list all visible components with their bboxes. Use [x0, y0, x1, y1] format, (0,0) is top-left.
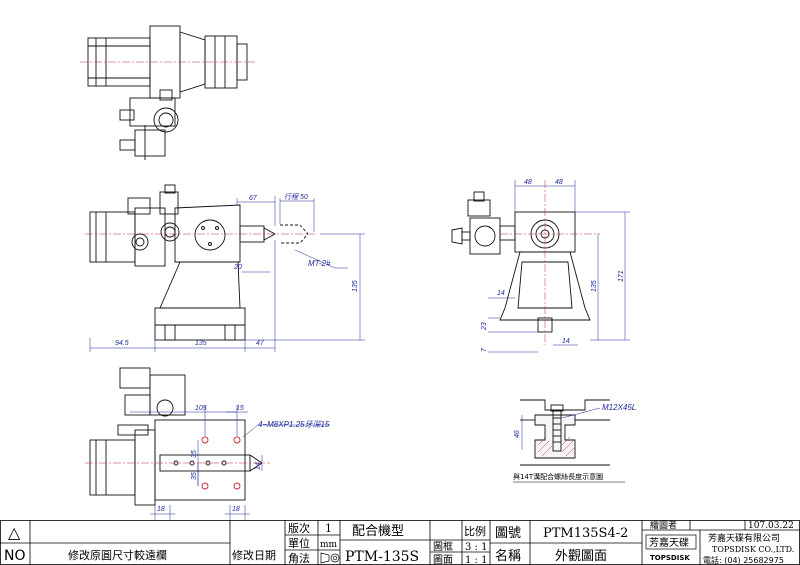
- dim-171: 171: [618, 270, 625, 282]
- dim-14-slot: 14: [562, 338, 570, 345]
- company-logo: 芳嘉天碟 TOPSDISK: [645, 534, 697, 562]
- company-cn: 芳嘉天碟有限公司: [708, 532, 780, 544]
- drawing-no-value: PTM135S4-2: [543, 526, 628, 541]
- unit-value: mm: [320, 540, 338, 550]
- company-phone: 電話: (04) 25682975: [703, 555, 784, 565]
- dim-stroke-50: 行程 50: [284, 193, 308, 201]
- angle-label: 角法: [288, 551, 310, 565]
- no-label: NO: [4, 548, 26, 564]
- front-view: [89, 184, 309, 341]
- dim-67: 67: [249, 195, 258, 202]
- revision-date-label: 修改日期: [232, 548, 276, 562]
- name-value: 外觀圖面: [555, 549, 607, 564]
- date-value: 107.03.22: [748, 521, 794, 531]
- version-value: 1: [325, 522, 332, 535]
- dim-135-vertical: 135: [352, 280, 359, 292]
- logo-en: TOPSDISK: [650, 554, 690, 562]
- projection-angle-icon: [320, 552, 340, 564]
- scale-frame-value: 3 : 1: [465, 542, 487, 553]
- dim-14-side: 14: [497, 290, 505, 297]
- dim-20: 20: [233, 264, 242, 271]
- scale-label: 比例: [464, 524, 486, 538]
- dim-23: 23: [481, 322, 488, 331]
- dim-135-horizontal: 135: [195, 340, 207, 347]
- name-label: 名稱: [495, 548, 521, 564]
- revision-text: 修改原圓尺寸較遠欄: [68, 548, 167, 562]
- dim-tap-note: 4−M8XP1.25牙深15: [258, 420, 330, 429]
- model-value: PTM-135S: [345, 549, 419, 565]
- dim-18-right: 18: [232, 506, 240, 513]
- dim-mt2: MT-2#: [308, 259, 331, 268]
- warning-icon: △: [8, 523, 21, 542]
- logo-cn: 芳嘉天碟: [649, 536, 689, 549]
- scale-face-label: 圖面: [433, 554, 453, 565]
- dim-35-upper: 35: [191, 450, 198, 458]
- front-view-dimensions: [89, 196, 365, 352]
- dim-35-lower: 35: [191, 472, 198, 480]
- bolt-leader: [561, 407, 601, 419]
- dim-14-plan: 14: [255, 462, 262, 470]
- bolt-detail: [520, 399, 610, 466]
- scale-frame-label: 圖框: [433, 540, 453, 553]
- unit-label: 單位: [288, 536, 310, 550]
- bolt-detail-caption: 與14T溝配合螺絲長度示意圖: [513, 472, 603, 481]
- dim-48-right: 48: [555, 179, 563, 186]
- version-label: 版次: [288, 521, 310, 535]
- bolt-detail-hatch: [537, 436, 575, 457]
- plan-view-dimensions: [130, 405, 330, 520]
- dim-105: 105: [195, 405, 207, 412]
- company-en: TOPSDISK CO.,LTD.: [712, 545, 794, 554]
- dim-46: 46: [514, 430, 521, 438]
- dim-7: 7: [481, 347, 488, 352]
- dim-48-left: 48: [524, 179, 532, 186]
- drawer-label: 繪圖者: [650, 519, 677, 531]
- dim-47: 47: [256, 340, 265, 347]
- model-label: 配合機型: [352, 524, 404, 539]
- side-view-dimensions: [488, 180, 630, 353]
- bolt-spec: M12X45L: [602, 403, 636, 412]
- dim-135-side: 135: [591, 280, 598, 292]
- dim-15: 15: [236, 405, 244, 412]
- dim-18-left: 18: [157, 506, 165, 513]
- dim-94-5: 94.5: [115, 340, 129, 347]
- drawing-no-label: 圖號: [495, 526, 521, 541]
- scale-face-value: 1 : 1: [465, 555, 487, 565]
